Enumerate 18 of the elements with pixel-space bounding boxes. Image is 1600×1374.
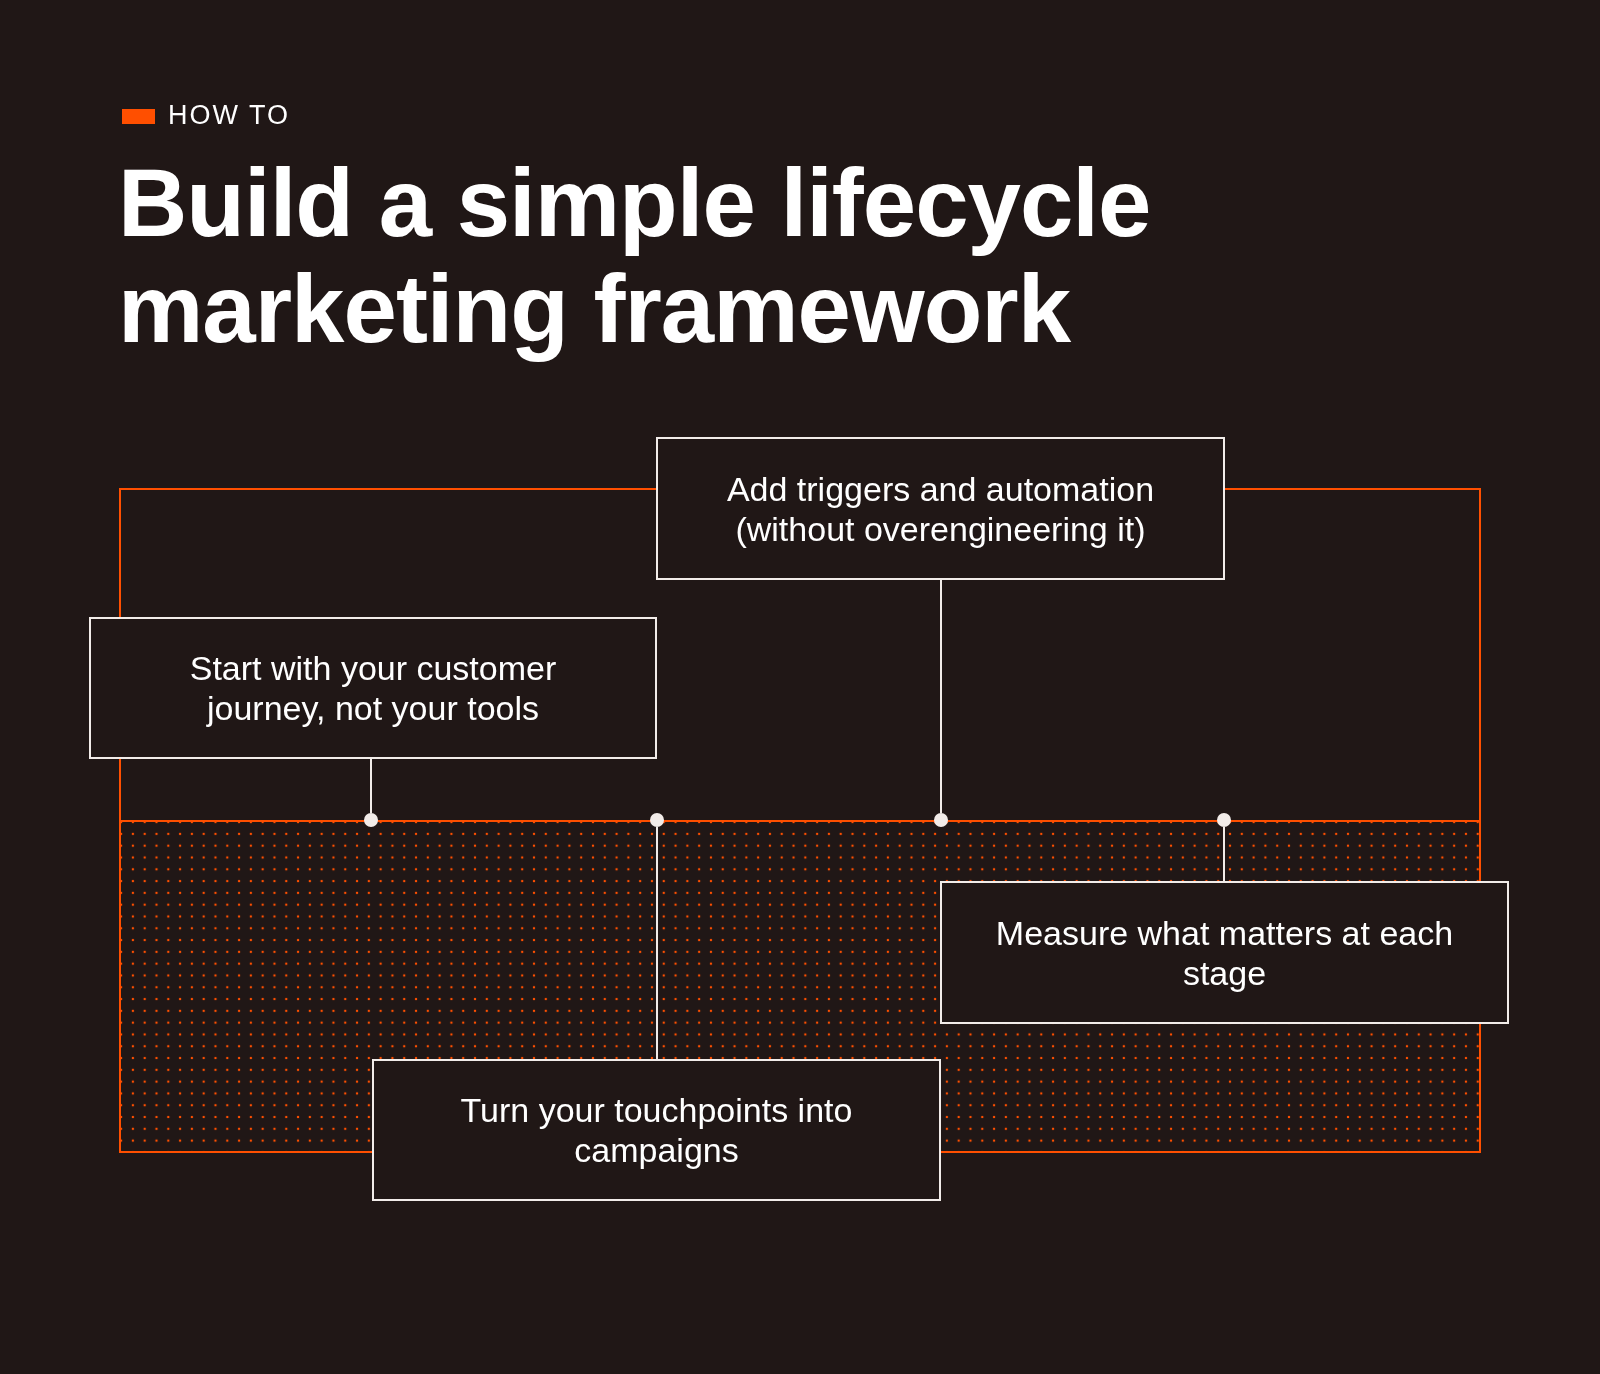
step-text: Measure what matters at each stage	[994, 912, 1455, 993]
connector-line	[940, 579, 942, 814]
connector-line	[1223, 826, 1225, 882]
step-box	[89, 617, 657, 759]
page-title: Build a simple lifecycle marketing framework	[118, 150, 1152, 362]
step-text: Turn your touchpoints into campaigns	[459, 1090, 854, 1170]
step-text: Add triggers and automation (without overengineering it)	[725, 468, 1156, 549]
connector-dot	[934, 813, 948, 827]
kicker-label: HOW TO	[168, 100, 290, 131]
connector-dot	[364, 813, 378, 827]
step-text: Start with your customer journey, not your tools	[188, 648, 558, 728]
connector-line	[656, 826, 658, 1060]
connector-dot	[650, 813, 664, 827]
connector-line	[370, 758, 372, 814]
connector-dot	[1217, 813, 1231, 827]
step-box	[940, 881, 1509, 1024]
step-box	[656, 437, 1225, 580]
step-box	[372, 1059, 941, 1201]
